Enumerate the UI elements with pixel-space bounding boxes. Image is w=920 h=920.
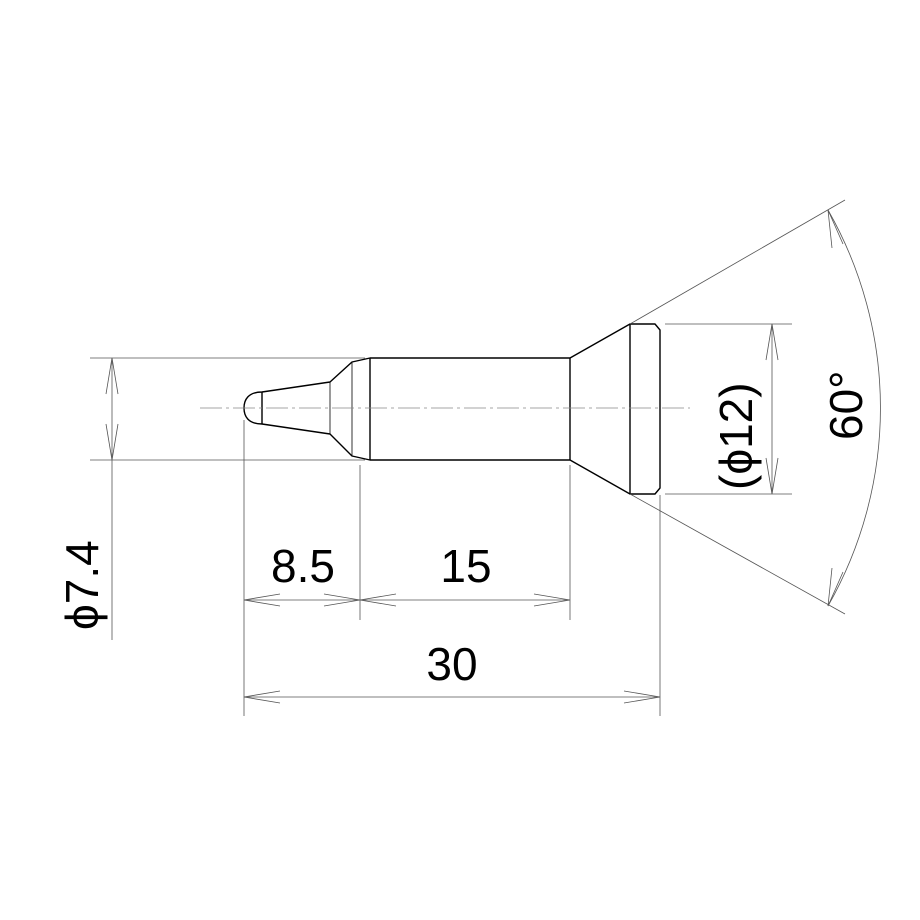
part-outline xyxy=(243,323,661,495)
extension-lines xyxy=(90,199,846,716)
dimension-lines xyxy=(105,209,881,704)
shank-length-label: 15 xyxy=(440,540,491,592)
tip-diameter-label: ϕ7.4 xyxy=(56,540,108,630)
cone-angle-label: 60° xyxy=(820,370,872,440)
overall-length-label: 30 xyxy=(426,638,477,690)
tip-length-label: 8.5 xyxy=(271,540,335,592)
head-diameter-label: (ϕ12) xyxy=(710,382,762,490)
